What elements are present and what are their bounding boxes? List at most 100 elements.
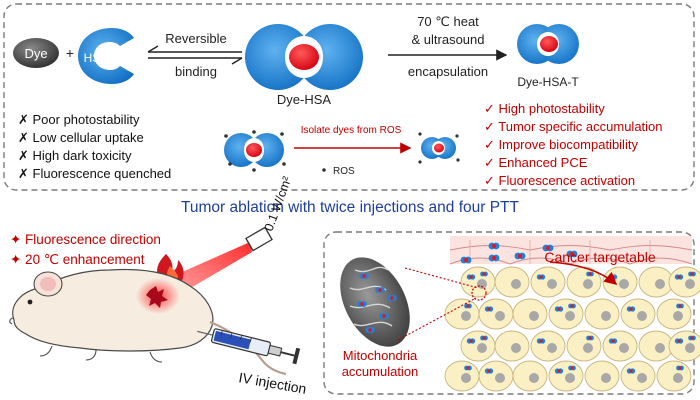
cell-nucleus (547, 279, 557, 289)
nanoparticle-icon (688, 335, 696, 341)
tumor-cell (530, 266, 566, 298)
bottom-right-panel-border (323, 231, 695, 395)
pros-list: ✓ High photostability ✓ Tumor specific a… (484, 101, 663, 188)
pros-item: ✓ Improve biocompatibility (484, 137, 638, 152)
nanoparticle-icon (387, 295, 397, 301)
zoom-line-top (404, 267, 479, 289)
cell-nucleus (461, 373, 471, 383)
encapsulation-arrow: 70 ℃ heat & ultrasound encapsulation (388, 14, 508, 79)
iv-injection-label: IV injection (237, 369, 307, 397)
nanoparticle-icon (484, 306, 494, 312)
cons-item: ✗ High dark toxicity (18, 148, 132, 163)
tumor-cell (494, 266, 530, 298)
mitochondrion-illustration (340, 257, 410, 347)
nanoparticle-icon (460, 256, 472, 264)
mito-particles (357, 273, 397, 333)
cell-nucleus (565, 311, 575, 321)
tumor-cell (656, 360, 692, 392)
nanoparticle-icon (536, 274, 546, 280)
nanoparticle-icon (375, 287, 385, 293)
tumor-cell (460, 330, 496, 362)
cell-nucleus (529, 311, 539, 321)
nanoparticle-icon (542, 244, 554, 252)
tumor-cell (656, 298, 692, 330)
ros-exposed-complex (224, 130, 286, 172)
cell-nucleus (685, 279, 695, 289)
cell-nucleus (495, 373, 505, 383)
dye-label: Dye (24, 46, 47, 61)
laser-device-icon (245, 226, 273, 252)
tumor-cell (530, 330, 566, 362)
plus-sign: + (66, 45, 74, 61)
nanoparticle-icon (554, 368, 564, 374)
cell-nucleus (511, 279, 521, 289)
nanoparticle-icon (536, 338, 546, 344)
syringe-icon (197, 328, 301, 365)
tumor-cell (512, 298, 548, 330)
nanoparticle-icon (357, 301, 367, 307)
tumor-cell (460, 266, 496, 298)
tumor-cell (668, 266, 700, 298)
cell-nucleus (619, 343, 629, 353)
cell-nucleus (511, 343, 521, 353)
nanoparticle-icon (464, 365, 472, 371)
zoom-circle (471, 285, 487, 301)
dye-hsa-t-label: Dye-HSA-T (517, 75, 579, 89)
cell-nucleus (655, 343, 665, 353)
tumor-cell (478, 360, 514, 392)
nanoparticle-icon (586, 271, 594, 277)
nanoparticle-icon (674, 274, 684, 280)
nanoparticle-icon (488, 242, 500, 250)
tumor-icon (146, 286, 168, 308)
nanoparticle-icon (568, 365, 576, 371)
nanoparticle-icon (626, 368, 636, 374)
nanoparticle-icon (466, 274, 476, 280)
nanoparticle-icon (365, 327, 375, 333)
pros-item: ✓ Enhanced PCE (484, 155, 588, 170)
mito-label-line-1: Mitochondria (343, 348, 418, 363)
cell-nucleus (601, 311, 611, 321)
isolate-label: Isolate dyes from ROS (301, 125, 402, 136)
nanoparticle-icon (480, 335, 488, 341)
nanoparticle-icon (480, 271, 488, 277)
cell-nucleus (655, 279, 665, 289)
tumor-cell (512, 360, 548, 392)
heat-label: 70 ℃ heat (417, 14, 479, 29)
nanoparticle-icon (676, 303, 684, 309)
cancer-targetable-label: Cancer targetable (544, 249, 656, 265)
cons-item: ✗ Low cellular uptake (18, 130, 144, 145)
cell-nucleus (637, 311, 647, 321)
middle-title: Tumor ablation with twice injections and… (181, 199, 520, 216)
nanoparticle-icon (608, 338, 618, 344)
hsa-protein: HSA (78, 28, 134, 84)
ultrasound-label: & ultrasound (412, 32, 485, 47)
tumor-cell (638, 330, 674, 362)
cell-nucleus (547, 343, 557, 353)
cell-nucleus (495, 311, 505, 321)
nanoparticle-icon (466, 338, 476, 344)
tumor-cell (566, 330, 602, 362)
dye-hsa-label: Dye-HSA (277, 92, 332, 107)
dye-hsa-complex (245, 24, 363, 90)
cell-nucleus (673, 373, 683, 383)
nanoparticle-icon (674, 338, 684, 344)
tumor-cell (602, 266, 638, 298)
feature-item: ✦ 20 ℃ enhancement (10, 252, 145, 267)
nanoparticle-icon (554, 306, 564, 312)
vessel-particles (460, 242, 578, 264)
tumor-cell (444, 360, 480, 392)
features-list: ✦ Fluorescence direction ✦ 20 ℃ enhancem… (10, 232, 161, 267)
tumor-cell (548, 360, 584, 392)
dye-molecule: Dye (13, 38, 59, 68)
tumor-cell (668, 330, 700, 362)
cell-nucleus (477, 343, 487, 353)
pros-item: ✓ Fluorescence activation (484, 173, 635, 188)
tumor-cell (584, 298, 620, 330)
cell-nucleus (685, 343, 695, 353)
tumor-cell (548, 298, 584, 330)
tumor-cell (494, 330, 530, 362)
binding-label: binding (175, 64, 217, 79)
ros-protected-particle (418, 132, 460, 164)
nanoparticle-icon (488, 254, 500, 262)
